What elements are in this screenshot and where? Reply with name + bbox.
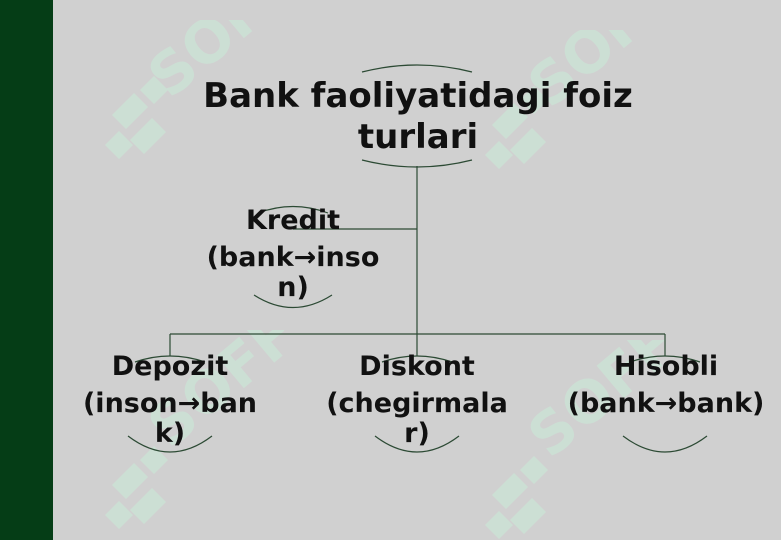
watermark-logo-top-left: SOFF xyxy=(105,20,309,159)
node-kredit-detail: (bank→inson) xyxy=(206,242,380,303)
node-depozit-name: Depozit xyxy=(111,351,229,382)
watermark-logo-bottom-left: SOFF xyxy=(105,330,309,529)
node-hisobli-name: Hisobli xyxy=(613,351,719,382)
node-kredit-name: Kredit xyxy=(245,205,341,236)
diagram-title: Bank faoliyatidagi foiz turlari xyxy=(203,76,633,157)
node-hisobli-detail: (bank→bank) xyxy=(567,388,765,419)
node-diskont: Diskont (chegirmalar) xyxy=(320,351,514,449)
node-depozit: Depozit (inson→bank) xyxy=(75,351,265,449)
node-hisobli: Hisobli (bank→bank) xyxy=(565,351,767,419)
node-kredit: Kredit (bank→inson) xyxy=(198,205,388,303)
kredit-arc-bottom xyxy=(253,294,333,309)
title-arc-bottom xyxy=(361,159,473,168)
kredit-arc-top xyxy=(257,205,329,214)
diskont-arc-bottom xyxy=(374,435,460,453)
diskont-arc-top xyxy=(381,355,453,363)
node-diskont-name: Diskont xyxy=(359,351,475,382)
hisobli-arc-top xyxy=(629,355,701,363)
node-depozit-detail: (inson→bank) xyxy=(82,388,258,449)
watermark-logo-top-right: SOFF xyxy=(485,30,689,169)
title-arc-top xyxy=(361,64,473,73)
depozit-arc-top xyxy=(134,355,206,363)
hisobli-arc-bottom xyxy=(622,435,708,453)
sidebar-bar xyxy=(0,0,53,540)
depozit-arc-bottom xyxy=(127,435,213,453)
watermark-logo-bottom-right: SOFF xyxy=(485,340,689,539)
node-diskont-detail: (chegirmalar) xyxy=(326,388,508,449)
